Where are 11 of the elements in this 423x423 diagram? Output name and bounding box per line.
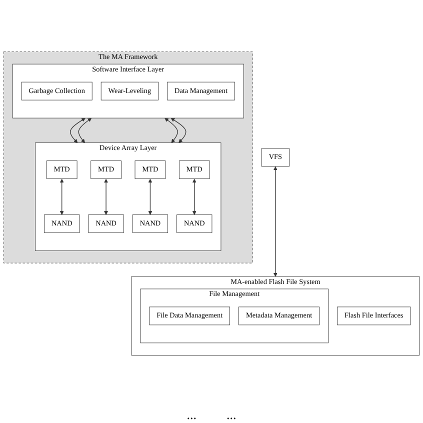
arrow bbox=[78, 118, 92, 143]
arrow bbox=[148, 178, 152, 215]
ellipsis-text: ... bbox=[186, 407, 196, 423]
arrow bbox=[273, 166, 278, 277]
arrow bbox=[70, 118, 86, 143]
arrow bbox=[104, 178, 108, 215]
arrow bbox=[164, 118, 178, 143]
arrow bbox=[192, 178, 196, 215]
arrow bbox=[60, 178, 64, 215]
ellipsis-text: ... bbox=[226, 407, 236, 423]
arrow bbox=[170, 118, 186, 143]
